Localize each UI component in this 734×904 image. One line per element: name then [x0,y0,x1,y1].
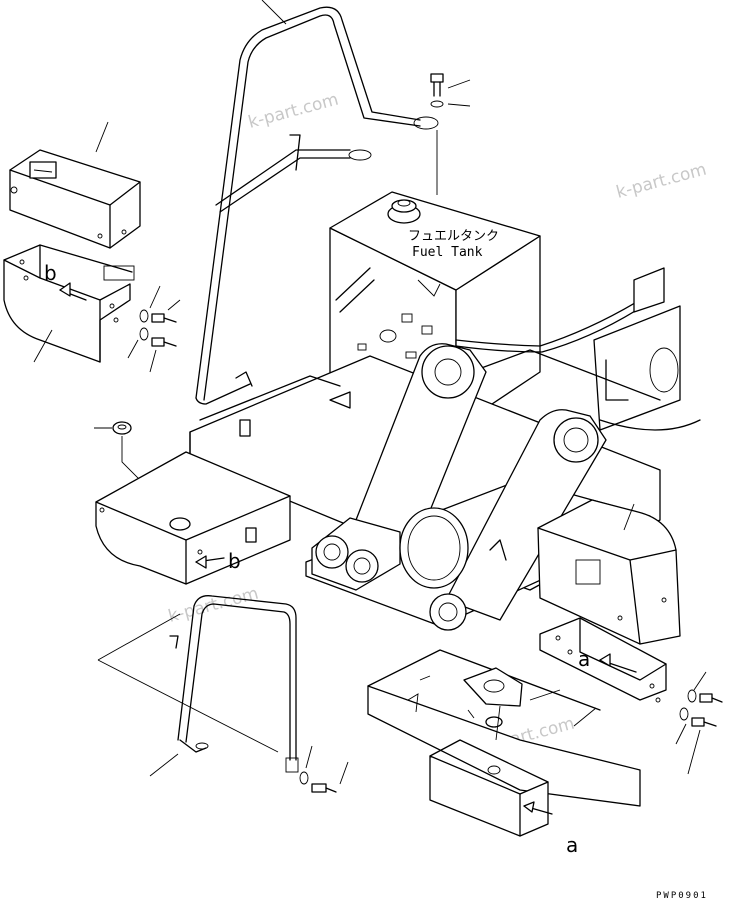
watermark-middle-left: k-part.com [166,584,261,627]
leader-line-upper-cover [95,121,109,153]
upper-left-bolts [127,285,181,373]
rear-frame [367,649,641,807]
lower-handrail-bolt [299,745,349,793]
upper-handrail [195,6,439,405]
leader-line-upper-handrail [261,0,287,25]
arrow-label-b-upper: b [44,261,57,285]
tank-bolt [430,73,471,195]
lower-rear-cover: a [429,705,578,857]
leader-line-lower-handrail [97,613,279,753]
arrow-label-a-right: a [578,647,590,671]
fuel-tank-label-en: Fuel Tank [412,245,483,260]
right-frame [593,267,701,431]
leader-line-right-bracket [573,707,597,727]
right-bracket: a [539,617,667,703]
lower-left-cover: b [95,451,291,585]
leader-line-upper-bracket [33,329,53,363]
leader-line-right-cover [623,503,635,531]
arrow-label-b-lower: b [228,549,241,573]
fuel-tank-label-jp: フュエルタンク [408,229,499,244]
right-bolts [675,671,723,775]
lower-handrail [169,595,299,773]
upper-left-bracket: b [3,244,135,363]
arrow-label-a-bottom: a [566,833,578,857]
upper-left-cover [9,149,141,249]
watermark-top-left: k-part.com [246,90,341,133]
watermark-top-right: k-part.com [614,160,709,203]
right-cover [537,499,681,645]
fuel-hose [455,299,641,347]
drawing-code: PWP0901 [656,891,708,901]
